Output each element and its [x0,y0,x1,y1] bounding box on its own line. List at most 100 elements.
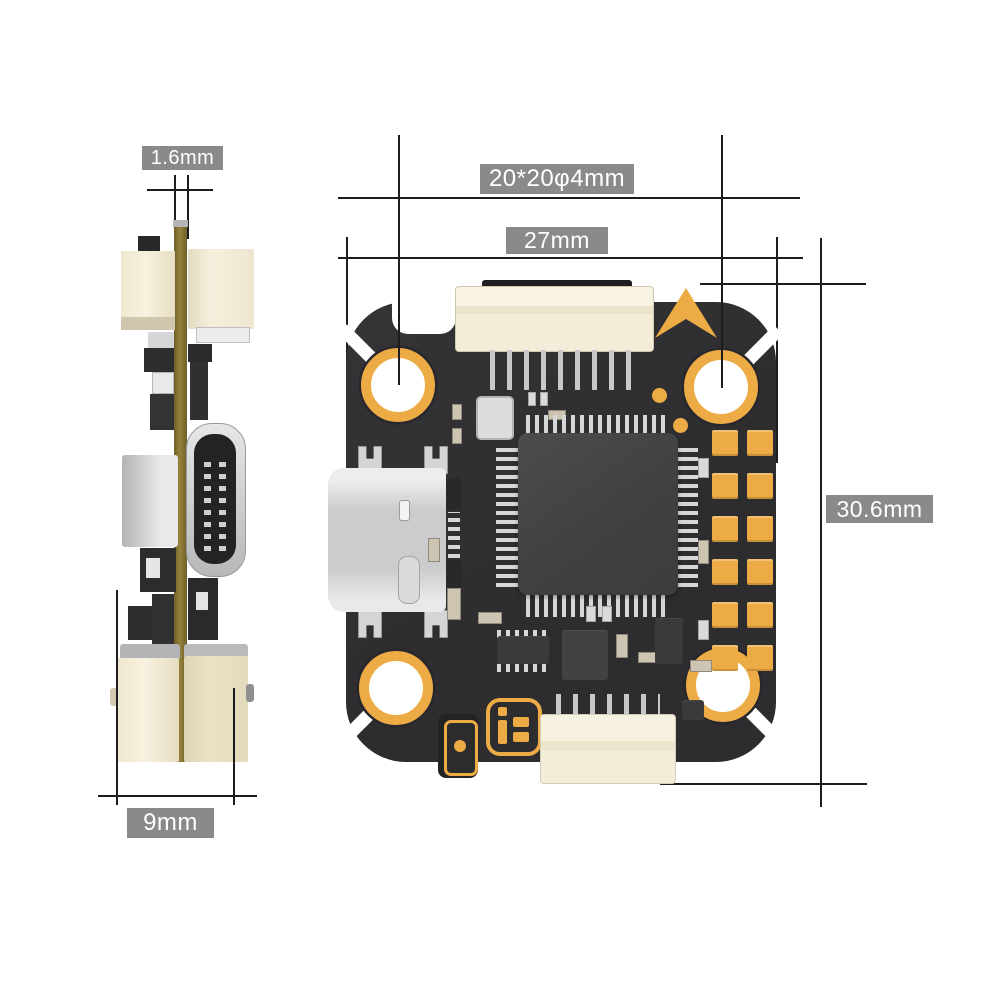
gold-via-dot [652,388,667,403]
mcu-chip [518,433,678,595]
mcu-pins-top [526,415,670,437]
extension-line-board-left [346,237,348,455]
ic-pins [497,630,549,638]
usb-c-rear-contact-lower [446,560,461,592]
dimension-label-side-width: 9mm [127,808,214,838]
usb-c-side-pins [204,455,211,551]
usb-c-side-pins [219,455,226,551]
side-component-dark [128,606,152,640]
logo-bar [498,720,507,744]
side-component-white [196,327,250,343]
passive-component [698,540,709,564]
power-ic [497,636,549,664]
ffc-connector-bottom [540,714,676,784]
extension-line-board-bottom [660,783,867,785]
esc-solder-pad [747,559,773,585]
pcb-edge-side-view [174,224,187,762]
barometer-chip [476,396,514,440]
dimension-line-thickness [147,189,213,191]
boot-button-cap[interactable] [454,740,466,752]
usb-c-rear-contact-upper [446,478,461,510]
passive-component [698,458,709,478]
side-connector-bottom-left [117,658,179,762]
dimension-line-9mm [98,795,257,797]
esc-solder-pad [712,516,738,542]
passive-component [540,392,548,406]
side-nub [246,684,254,702]
dimension-line-mounting [338,197,800,199]
extension-line-hole-left [398,135,400,385]
passive-component [452,404,462,420]
esc-solder-pad [712,430,738,456]
dimension-label-board-width: 27mm [506,227,608,254]
extension-line-board-top [700,283,866,285]
ffc-connector-top-latch [482,280,632,290]
dimension-line-height-30.6mm [820,238,822,807]
side-component-dark [190,362,208,420]
usb-c-rear-pins [448,512,460,558]
logo-dot [498,707,507,716]
side-connector-bottom-right [184,656,248,762]
extension-line-side-right [233,688,235,805]
side-connector-cap [184,644,248,658]
side-component-dark [188,344,212,362]
side-ffc-connector [121,251,175,323]
side-component-dark [144,348,174,372]
oscillator [398,556,420,604]
esc-solder-pad [747,473,773,499]
esc-solder-pad [712,602,738,628]
extension-line-board-right [776,237,778,463]
dimension-label-overall-height: 30.6mm [826,495,933,523]
side-ffc-connector-top [188,249,254,329]
extension-line-hole-right [721,135,723,388]
gold-via-dot [673,418,688,433]
small-ic [682,700,704,720]
mounting-hole-bottom-left [359,651,433,725]
passive-component [452,428,462,444]
extension-line-pcb-left [174,175,176,239]
regulator-ic [655,618,683,664]
passive-component [698,620,709,640]
ic-pins [497,664,549,672]
esc-solder-pad [747,645,773,671]
logo-bar [513,717,529,727]
dimension-label-mounting-pattern: 20*20φ4mm [480,164,634,194]
gyro-chip [562,630,608,680]
side-component-dark [138,236,160,254]
iflight-logo-icon [486,698,542,756]
side-connector-cap [120,644,180,660]
passive-component [586,606,596,622]
passive-component [447,588,461,620]
esc-solder-pad [747,430,773,456]
side-component-white [196,592,208,610]
side-component-white [152,372,174,394]
dimension-label-pcb-thickness: 1.6mm [142,146,223,170]
esc-solder-pad [712,473,738,499]
side-shield-can [122,455,178,547]
side-nub [110,688,118,706]
esc-solder-pad [712,645,738,671]
extension-line-side-left [116,590,118,805]
board-edge-notch-top [392,294,456,334]
side-component-dark [150,394,174,430]
ffc-connector-top-pins [490,350,642,390]
esc-solder-pad [747,602,773,628]
esc-solder-pad [747,516,773,542]
side-component-white [146,558,160,578]
usb-c-connector-top [328,468,446,612]
side-component-dark [152,594,174,646]
passive-component [616,634,628,658]
passive-component [528,392,536,406]
passive-component [478,612,502,624]
mcu-pins-bottom [526,593,670,617]
mcu-pins-left [496,443,520,587]
esc-solder-pad [712,559,738,585]
passive-component [602,606,612,622]
side-connector-base [121,317,175,330]
passive-component [428,538,440,562]
passive-component [690,660,712,672]
ffc-connector-top [455,286,654,352]
extension-line-pcb-right [187,175,189,239]
pcb-top-cap [173,220,188,227]
